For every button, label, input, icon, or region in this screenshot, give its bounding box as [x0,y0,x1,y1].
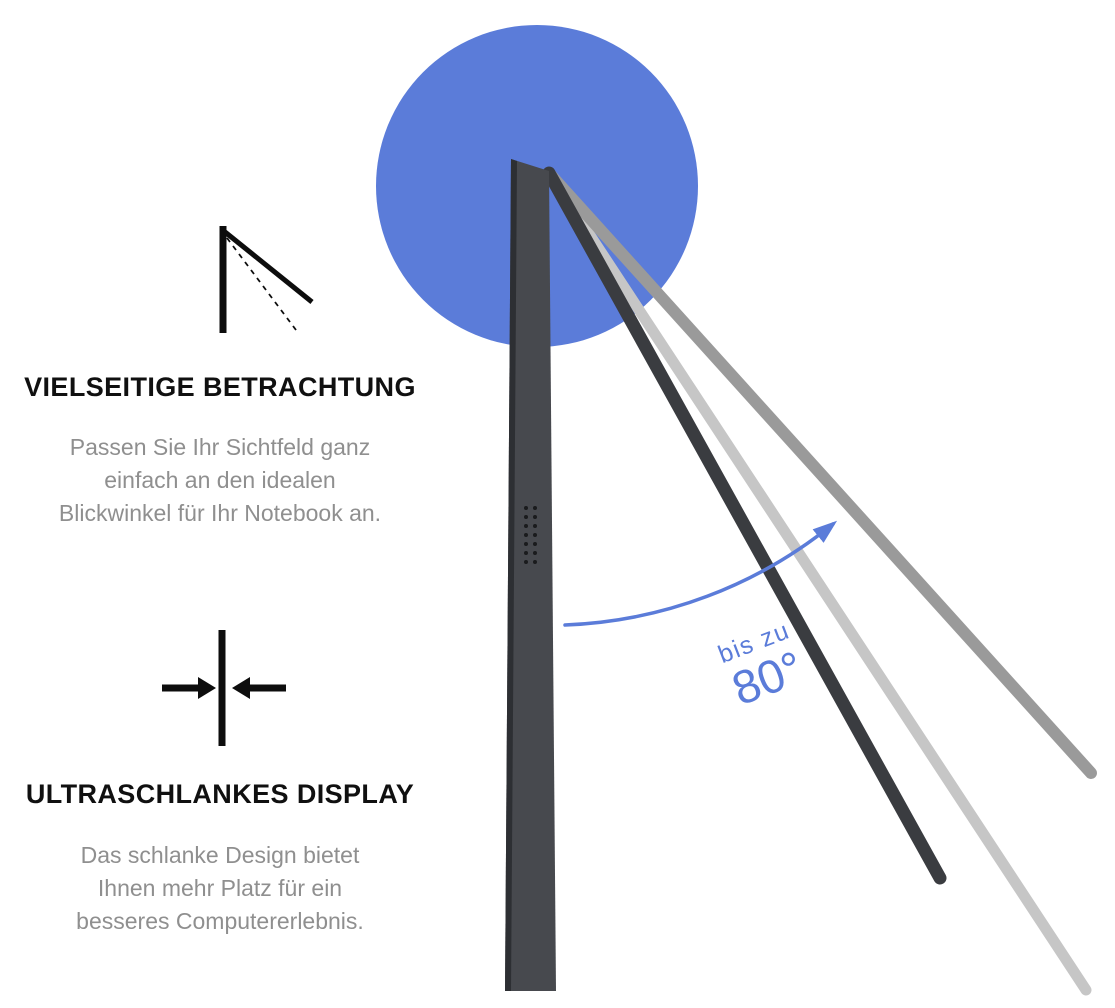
speaker-holes [524,506,537,564]
feature-text-line: Das schlanke Design bietet [80,842,360,868]
feature-text-line: Blickwinkel für Ihr Notebook an. [58,500,382,526]
feature-text-line: einfach an den idealen [104,467,336,493]
feature-text-line: Ihnen mehr Platz für ein [97,875,343,901]
feature-text-line: besseres Computererlebnis. [76,908,364,934]
kickstand-angle-dark [542,166,947,885]
feature-text-line: Passen Sie Ihr Sichtfeld ganz [69,434,371,460]
monitor-left-edge [505,159,517,991]
kickstand-angle-mid [543,167,1097,779]
rotation-arc-arrow-icon [563,520,838,627]
feature-heading-slim: ULTRASCHLANKES DISPLAY [25,779,415,809]
feature-heading-viewing: VIELSEITIGE BETRACHTUNG [24,372,416,402]
feature-text-slim: Das schlanke Design bietet Ihnen mehr Pl… [0,839,440,938]
feature-text-viewing: Passen Sie Ihr Sichtfeld ganz einfach an… [5,431,435,530]
slim-display-icon [162,630,286,746]
kickstand-angle-light [543,167,1092,996]
monitor-side-profile [505,159,556,991]
viewing-angle-icon [219,226,314,333]
